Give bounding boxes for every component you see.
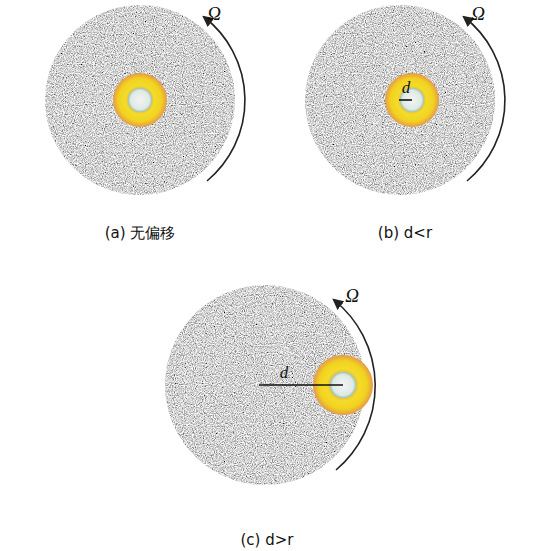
offset-symbol: d <box>402 79 411 96</box>
offset-line <box>399 99 412 101</box>
rotation-arrow <box>204 17 245 181</box>
offset-symbol: d <box>280 364 289 381</box>
rotation-arrow <box>334 300 375 470</box>
rotation-symbol: Ω <box>471 4 485 23</box>
rotation-symbol: Ω <box>207 4 221 23</box>
ring-hole <box>128 88 152 112</box>
panel-caption: (c) d>r <box>241 533 294 548</box>
panel-caption: (b) d<r <box>378 226 432 241</box>
offset-line <box>259 384 343 386</box>
panel-caption: (a) 无偏移 <box>105 226 176 241</box>
annular-ring <box>113 73 167 127</box>
annular-ring <box>385 73 439 127</box>
granular-disk <box>305 5 495 195</box>
rotation-arrow <box>464 17 505 181</box>
rotation-symbol: Ω <box>345 286 359 305</box>
granular-disk <box>165 285 365 485</box>
granular-disk <box>45 5 235 195</box>
